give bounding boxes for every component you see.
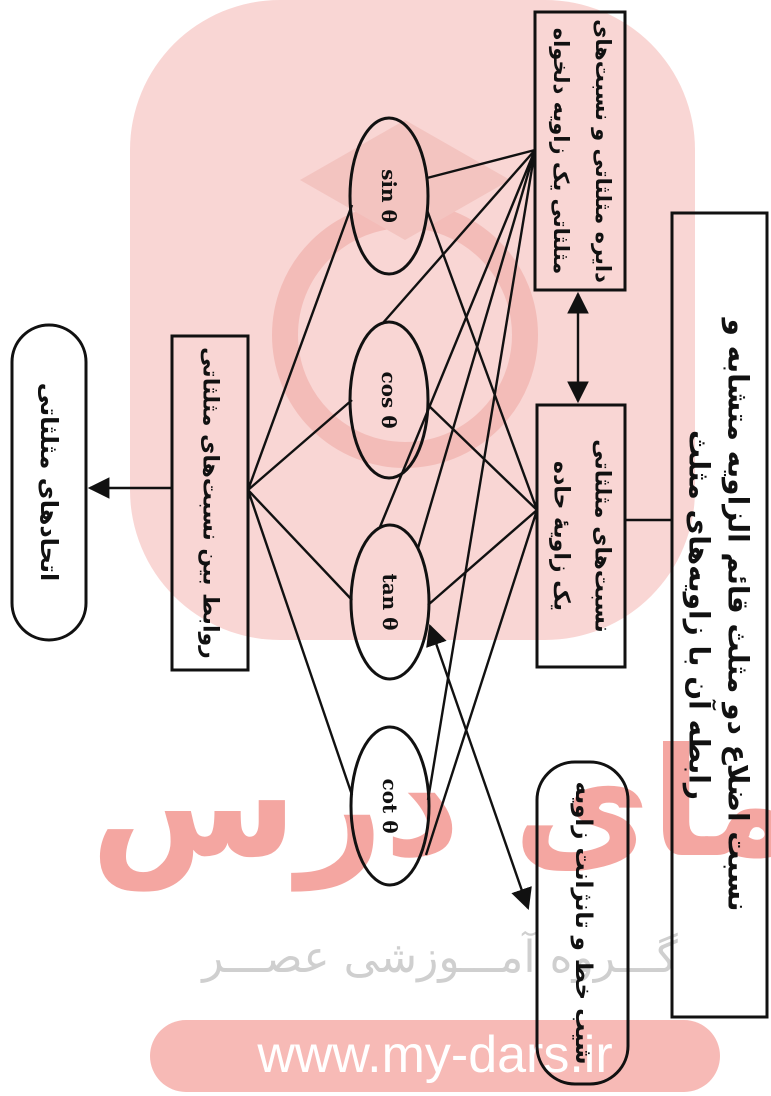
box-relations-label: روابط بین نسبت‌های مثلثاتی [198,347,223,659]
box-arbitrary-angle-line2: مثلثاتی یک زاویه دلخواه [549,28,573,275]
watermark: مای درس گـــروه آمـــوزشی عصـــر www.my-… [90,0,771,1092]
box-arbitrary-angle-frame [533,10,627,292]
box-relations-frame [170,334,250,672]
node-sin [348,116,430,276]
connector-arbitrary-tan-b [378,149,537,528]
connector-acute-tan [427,509,538,606]
box-slope: شیب خط و تانژانت زاویه [535,760,630,1086]
node-cot [349,725,431,887]
connector-relations-cot [246,489,354,796]
connectors [87,148,672,911]
watermark-url-pill [150,1020,720,1092]
connector-arbitrary-tan-a [416,149,537,549]
box-arbitrary-angle-line1: دایره مثلثاتی و نسبت‌های [591,19,615,283]
node-cos-label: cos θ [377,371,401,428]
connector-arbitrary-cos [381,149,536,325]
box-acute-angle: نسبت‌های مثلثاتی یک زاویهٔ حاده [535,403,627,669]
arrow-tan-slope [426,623,532,911]
watermark-group: گـــروه آمـــوزشی عصـــر [200,930,678,983]
watermark-url: www.my-dars.ir [256,1026,612,1084]
node-sin-label: sin θ [377,169,401,223]
box-acute-angle-line2: یک زاویهٔ حاده [549,461,574,611]
box-slope-label: شیب خط و تانژانت زاویه [570,782,596,1065]
node-cos [348,320,430,480]
watermark-mortarboard-icon [300,120,510,240]
box-arbitrary-angle: دایره مثلثاتی و نسبت‌های مثلثاتی یک زاوی… [533,10,627,292]
connector-acute-cos [427,404,538,511]
ratio-nodes: sin θ cos θ tan θ cot θ [348,116,431,887]
box-similar-triangles-line1: نسبت اضلاع دو مثلث قائم الزاویه متشابه و [722,317,755,912]
box-relations: روابط بین نسبت‌های مثلثاتی [170,334,250,672]
connector-relations-sin [246,204,354,491]
node-cot-label: cot θ [378,778,402,833]
box-similar-triangles: نسبت اضلاع دو مثلث قائم الزاویه متشابه و… [670,211,769,1019]
box-identities-label: اتحادهای مثلثاتی [35,383,63,581]
box-similar-triangles-frame [670,211,769,1019]
box-acute-angle-frame [535,403,627,669]
box-similar-triangles-line2: رابطه آن با زاویه‌های مثلث [683,430,717,800]
box-identities: اتحادهای مثلثاتی [10,323,88,642]
connector-arbitrary-sin [426,148,536,180]
box-slope-frame [535,760,630,1086]
connector-relations-tan [247,489,353,601]
connector-relations-cos [247,399,353,491]
box-identities-frame [10,323,88,642]
watermark-brand: مای درس [90,717,771,892]
connector-acute-sin [425,209,539,511]
box-acute-angle-line1: نسبت‌های مثلثاتی [590,439,615,633]
node-tan [349,523,431,681]
node-tan-label: tan θ [378,573,402,630]
watermark-backdrop [130,0,695,640]
